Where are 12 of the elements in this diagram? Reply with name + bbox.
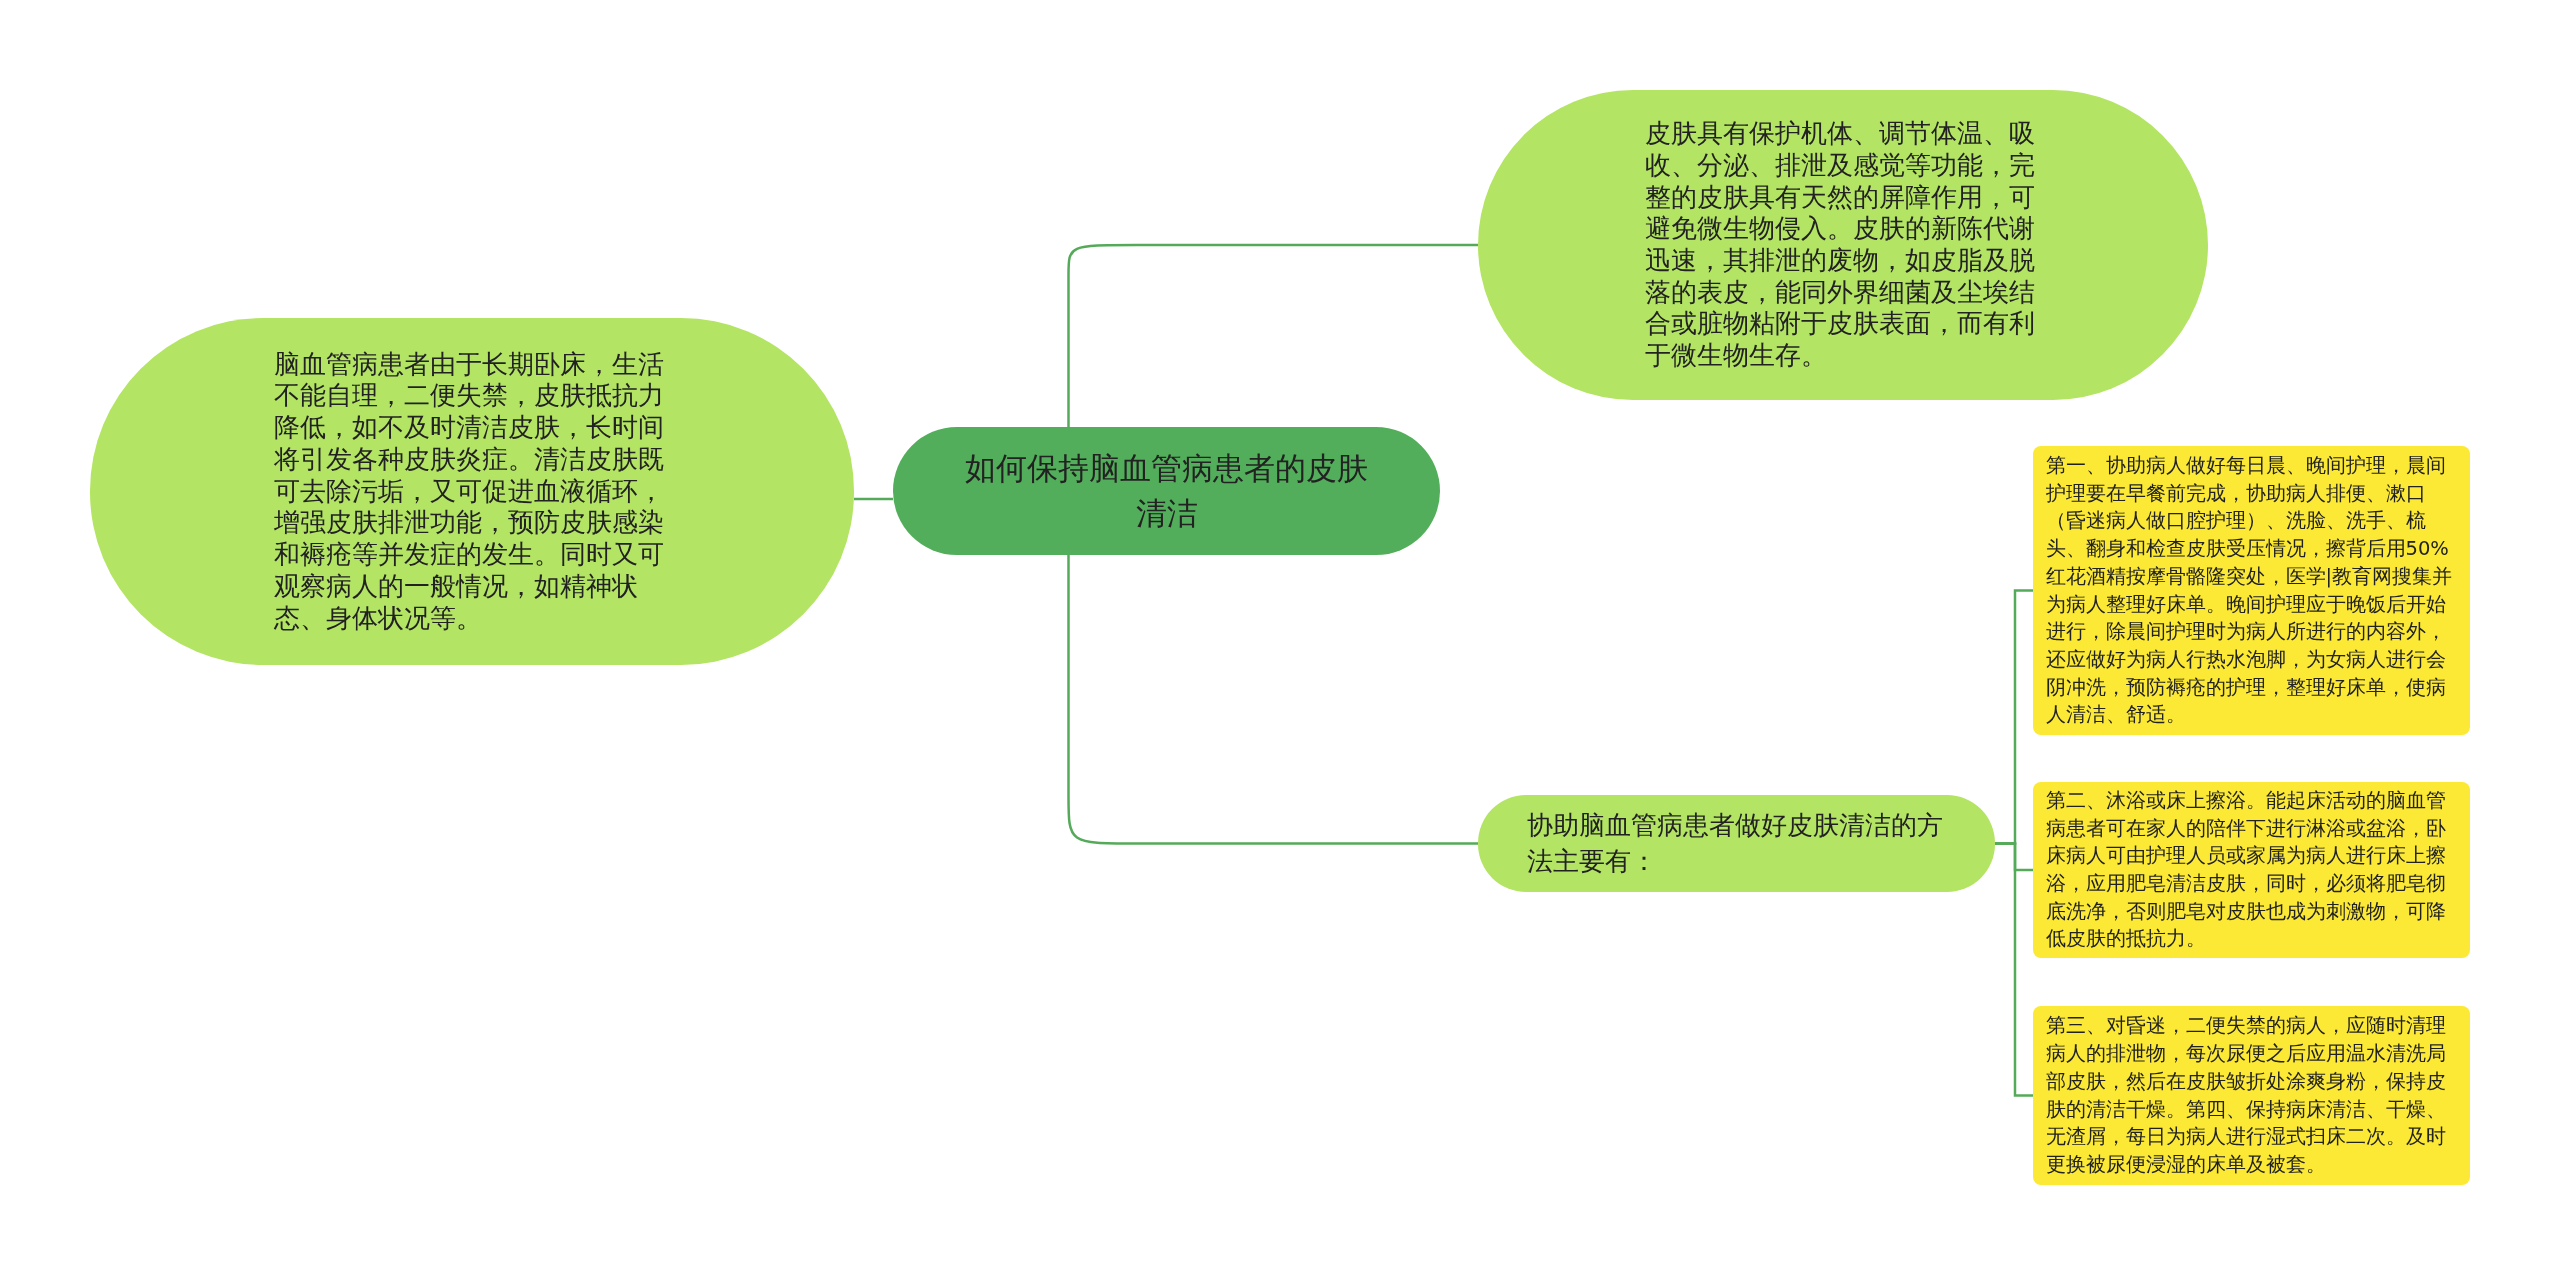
connector-line — [1067, 555, 1478, 845]
topic-text: 协助脑血管病患者做好皮肤清洁的方法主要有： — [1526, 809, 1944, 878]
connector-line — [854, 497, 893, 501]
connector-line — [1067, 243, 1478, 427]
topic-text: 第三、对昏迷，二便失禁的病人，应随时清理病人的排泄物，每次尿便之后应用温水清洗局部皮肤，然后在皮肤皱折处涂爽身粉，保持皮肤的清洁干燥。第四、保持病床清洁、干燥、无渣屑，每日为病人进行湿式扫床二次。及时更换被尿便浸湿的床单及被套。 — [2045, 1013, 2447, 1178]
topic-text: 如何保持脑血管病患者的皮肤清洁 — [964, 449, 1369, 533]
topic-text: 第二、沐浴或床上擦浴。能起床活动的脑血管病患者可在家人的陪伴下进行淋浴或盆浴，卧床病人可由护理人员或家属为病人进行床上擦浴，应用肥皂清洁皮肤，同时，必须将肥皂彻底洗净，否则肥皂对皮肤也成为刺激物，可降低皮肤的抵抗力。 — [2045, 787, 2447, 953]
topic-text: 脑血管病患者由于长期卧床，生活不能自理，二便失禁，皮肤抵抗力降低，如不及时清洁皮肤，长时间将引发各种皮肤炎症。清洁皮肤既可去除污垢，又可促进血液循环，增强皮肤排泄功能，预防皮肤感染和褥疮等并发症的发生。同时又可观察病人的一般情况，如精神状态、身体状况等。 — [274, 348, 665, 635]
topic-text: 皮肤具有保护机体、调节体温、吸收、分泌、排泄及感觉等功能，完整的皮肤具有天然的屏障作用，可避免微生物侵入。皮肤的新陈代谢迅速，其排泄的废物，如皮脂及脱落的表皮，能同外界细菌及尘埃结合或脏物粘附于皮肤表面，而有利于微生物生存。 — [1645, 118, 2036, 372]
detail-card — [2033, 1006, 2470, 1185]
topic-text: 第一、协助病人做好每日晨、晚间护理，晨间护理要在早餐前完成，协助病人排便、漱口（昏迷病人做口腔护理）、洗脸、洗手、梳头、翻身和检查皮肤受压情况，擦背后用50%红花酒精按摩骨骼隆突处，医学|教育网搜集并为病人整理好床单。晚间护理应于晚饭后开始进行，除晨间护理时为病人所进行的内容外，还应做好为病人行热水泡脚，为女病人进行会阴冲洗，预防褥疮的护理，整理好床单，使病人清洁、舒适。 — [2045, 453, 2454, 729]
connector-line — [1995, 842, 2033, 1097]
